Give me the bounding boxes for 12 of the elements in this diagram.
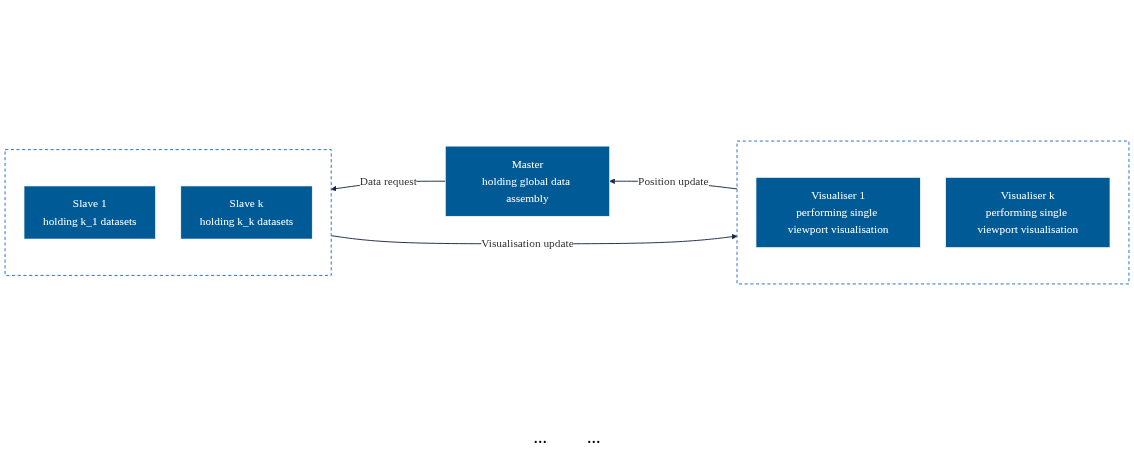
node-box: Visualiser 1 performing single viewport visualisation — [755, 177, 921, 248]
edge-label: Visualisation update — [481, 237, 574, 250]
node-box: Slave k holding k_k datasets — [180, 185, 313, 240]
ellipsis-text: ... — [533, 427, 547, 448]
ellipsis-text: ... — [587, 427, 601, 448]
edge-label: Position update — [638, 174, 709, 188]
cluster — [4, 149, 332, 276]
cluster — [736, 140, 1130, 285]
node-box: Master holding global data assembly — [445, 145, 610, 217]
edge-label: Data request — [359, 174, 417, 188]
node-box: Visualiser k performing single viewport visualisation — [945, 177, 1111, 248]
node-box: Slave 1 holding k_1 datasets — [23, 185, 156, 240]
